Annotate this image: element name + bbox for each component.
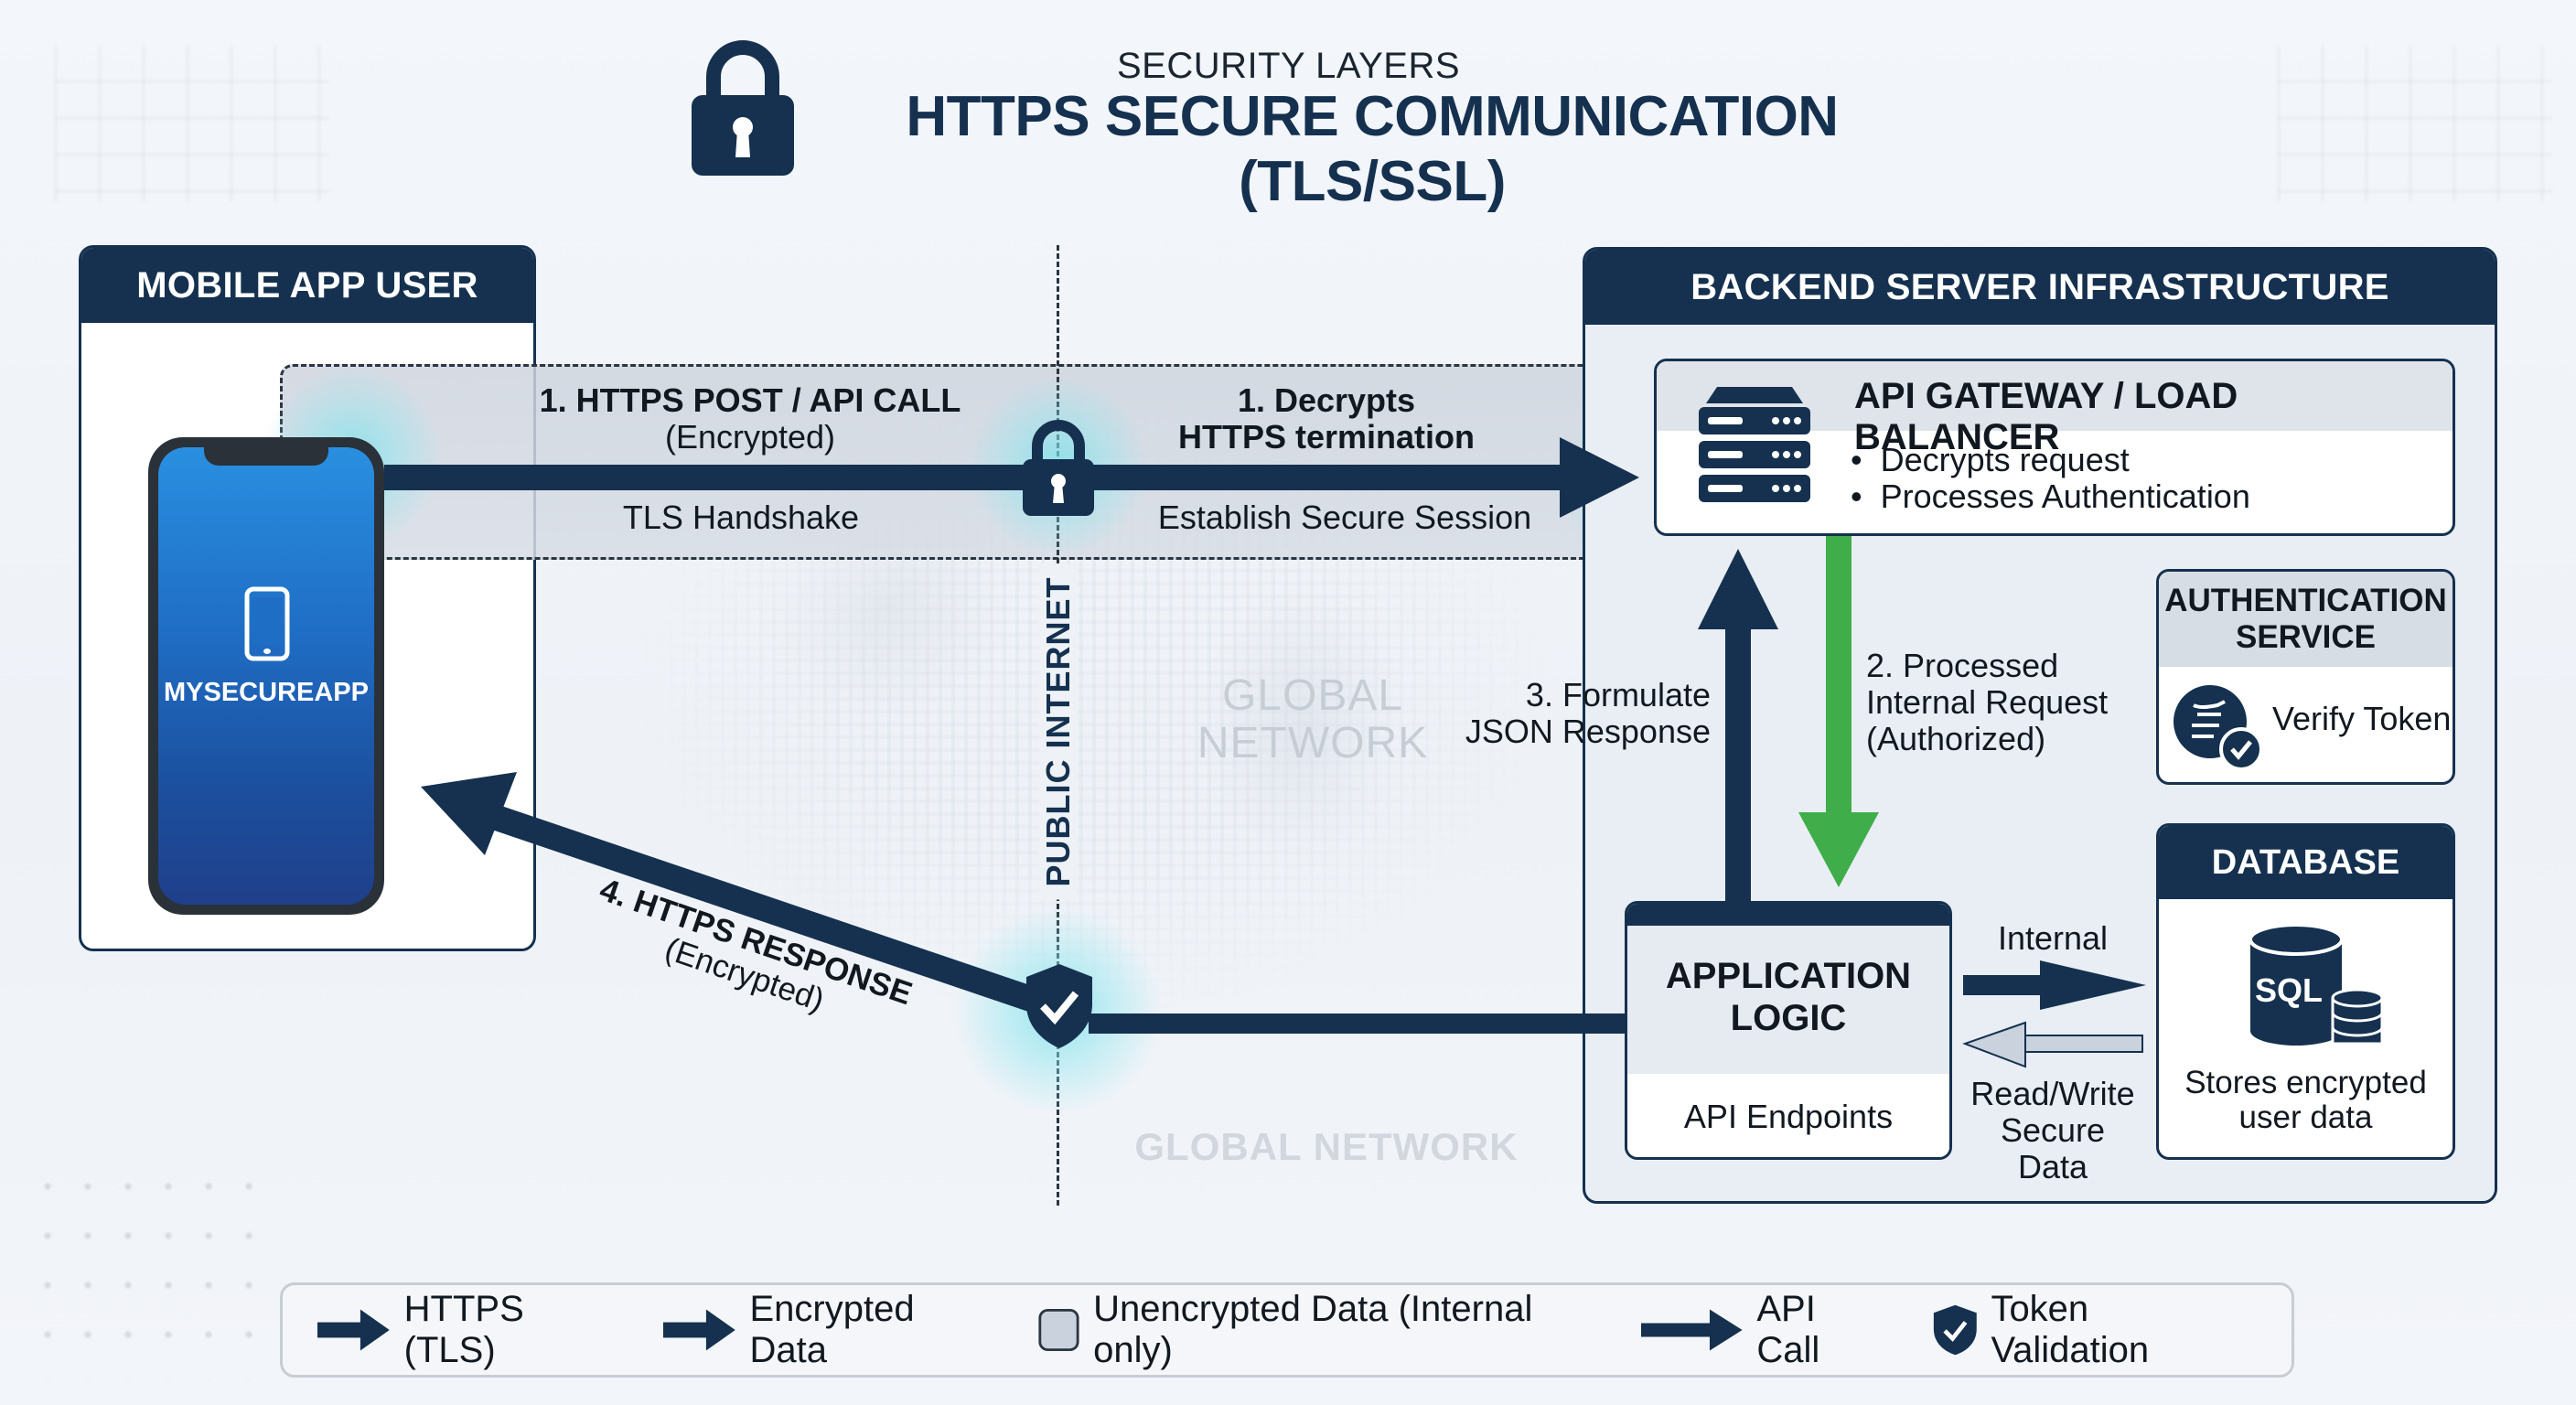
token-verify-icon (2174, 685, 2263, 771)
formulate-arrow-shaft (1725, 622, 1751, 906)
padlock-icon (1023, 420, 1094, 516)
padlock-icon (692, 40, 794, 176)
phone-notch (204, 447, 328, 466)
api-gateway-bullets: • Decrypts request • Processes Authentic… (1851, 441, 2250, 515)
backend-panel-title: BACKEND SERVER INFRASTRUCTURE (1585, 250, 2495, 325)
watermark-global-network-bottom: GLOBAL NETWORK (1134, 1125, 1519, 1168)
shield-check-icon (1026, 964, 1092, 1048)
smartphone: MYSECUREAPP (148, 437, 384, 915)
decorative-grid (55, 46, 329, 201)
application-logic-box: APPLICATION LOGIC API Endpoints (1625, 901, 1952, 1160)
public-internet-label: PUBLIC INTERNET (1039, 563, 1078, 900)
shield-check-icon (1933, 1304, 1977, 1356)
request-arrow-shaft (384, 465, 1573, 490)
step3-label: 3. Formulate JSON Response (1465, 676, 1711, 750)
legend-item-unencrypted: Unencrypted Data (Internal only) (1037, 1289, 1590, 1371)
application-logic-title: APPLICATION LOGIC (1665, 956, 1912, 1038)
legend-item-api-call: API Call (1640, 1289, 1881, 1371)
app-name: MYSECUREAPP (164, 678, 369, 707)
secure-session-label: Establish Secure Session (1157, 499, 1532, 536)
auth-service-box: AUTHENTICATION SERVICE Verify Token (2156, 569, 2455, 785)
internal-arrow-shaft (1963, 975, 2042, 995)
arrow-right-icon (662, 1309, 735, 1351)
api-gateway-title: API GATEWAY / LOAD BALANCER (1854, 376, 2238, 457)
database-title: DATABASE (2159, 826, 2453, 899)
step2-label: 2. Processed Internal Request (Authorize… (1866, 647, 2109, 757)
database-icon: SQL (2249, 923, 2384, 1046)
database-description: Stores encrypted user data (2184, 1065, 2427, 1135)
read-write-label: Read/Write Secure Data (1970, 1075, 2135, 1185)
response-arrow-shaft (489, 804, 1057, 1019)
api-endpoints-label: API Endpoints (1627, 1074, 1949, 1157)
legend-item-encrypted: Encrypted Data (662, 1289, 986, 1371)
internal-arrow-head (2040, 960, 2146, 1010)
long-arrow-right-icon (1640, 1309, 1743, 1351)
request-arrow-head (1560, 437, 1639, 518)
response-line (1089, 1014, 1628, 1034)
mobile-panel-title: MOBILE APP USER (81, 248, 533, 323)
read-write-arrow-shaft (2023, 1035, 2143, 1053)
page-title: HTTPS SECURE COMMUNICATION (TLS/SSL) (906, 85, 1839, 213)
auth-service-title: AUTHENTICATION SERVICE (2159, 572, 2453, 667)
page-subtitle: SECURITY LAYERS (1116, 46, 1461, 86)
internal-label: Internal (1997, 919, 2109, 957)
internal-request-arrow-shaft (1826, 536, 1852, 820)
internal-request-arrow-head (1798, 812, 1879, 887)
decorative-grid (2278, 46, 2552, 201)
request-label: 1. HTTPS POST / API CALL (Encrypted) (539, 381, 961, 456)
response-arrow-head (421, 772, 517, 855)
tls-handshake-label: TLS Handshake (622, 499, 860, 536)
tls-tunnel (280, 364, 1584, 560)
read-write-arrow-head (1962, 1021, 2026, 1068)
api-gateway-box: API GATEWAY / LOAD BALANCER • Decrypts r… (1654, 359, 2455, 536)
grey-box-icon (1038, 1308, 1079, 1352)
verify-token-label: Verify Token (2272, 700, 2452, 737)
legend-item-token-validation: Token Validation (1932, 1289, 2240, 1371)
database-box: DATABASE SQL Stores encrypted user data (2156, 823, 2455, 1160)
decorative-dots (27, 1162, 265, 1381)
formulate-arrow-head (1698, 549, 1778, 629)
phone-screen: MYSECUREAPP (158, 447, 374, 905)
smartphone-icon (244, 586, 290, 661)
server-icon (1699, 387, 1810, 502)
svg-text:SQL: SQL (2255, 971, 2323, 1009)
legend-item-https: HTTPS (TLS) (317, 1289, 612, 1371)
decrypts-label: 1. Decrypts HTTPS termination (1177, 381, 1476, 456)
arrow-right-icon (317, 1309, 390, 1351)
legend: HTTPS (TLS) Encrypted Data Unencrypted D… (280, 1282, 2294, 1378)
